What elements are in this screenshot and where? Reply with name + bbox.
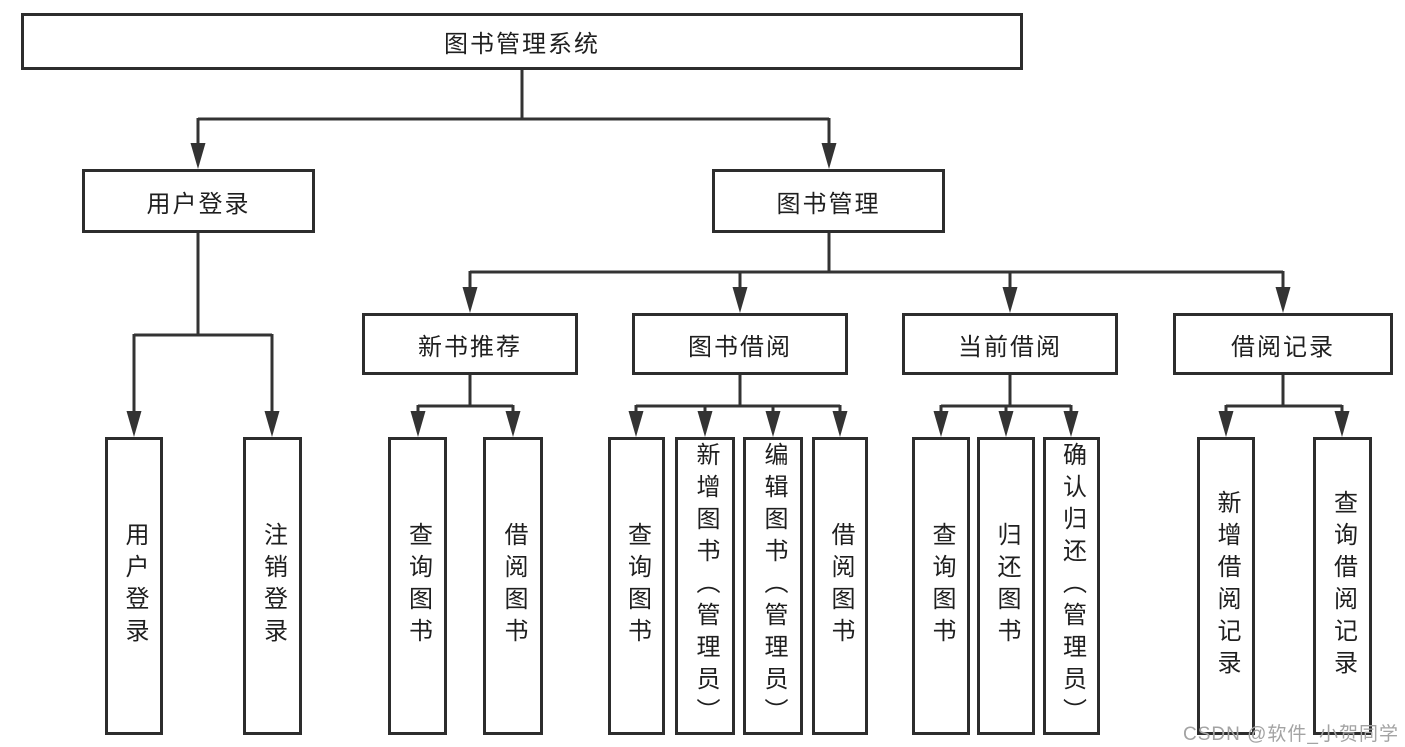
node-user-login: 用户登录: [82, 169, 315, 233]
leaf-borrow-edit-label: 编辑图书（管理员）: [760, 442, 787, 730]
node-root-label: 图书管理系统: [444, 31, 600, 58]
arrowheads: [126, 143, 1350, 437]
leaf-records-query-label: 查询借阅记录: [1329, 490, 1357, 682]
leaf-user-login: 用户登录: [105, 437, 163, 735]
leaf-newbooks-query: 查询图书: [388, 437, 447, 735]
leaf-newbooks-borrow: 借阅图书: [483, 437, 543, 735]
leaf-borrow-borrow-label: 借阅图书: [827, 522, 854, 650]
leaf-borrow-query-label: 查询图书: [623, 522, 651, 650]
node-new-books: 新书推荐: [362, 313, 578, 375]
leaf-borrow-query: 查询图书: [608, 437, 665, 735]
leaf-user-login-label: 用户登录: [121, 522, 148, 650]
node-book-borrow-label: 图书借阅: [688, 333, 792, 361]
leaf-logout-label: 注销登录: [259, 522, 287, 650]
leaf-borrow-edit: 编辑图书（管理员）: [743, 437, 803, 735]
node-borrow-records-label: 借阅记录: [1231, 333, 1335, 361]
node-book-borrow: 图书借阅: [632, 313, 848, 375]
leaf-records-add-label: 新增借阅记录: [1213, 490, 1240, 682]
leaf-current-return: 归还图书: [977, 437, 1035, 735]
leaf-newbooks-borrow-label: 借阅图书: [500, 522, 527, 650]
leaf-current-query-label: 查询图书: [928, 522, 955, 650]
node-new-books-label: 新书推荐: [418, 333, 522, 361]
node-root: 图书管理系统: [21, 13, 1023, 70]
node-book-mgmt-label: 图书管理: [776, 190, 881, 218]
leaf-records-query: 查询借阅记录: [1313, 437, 1372, 735]
leaf-records-add: 新增借阅记录: [1197, 437, 1255, 735]
leaf-current-confirm-label: 确认归还（管理员）: [1058, 442, 1086, 730]
node-current-borrow: 当前借阅: [902, 313, 1118, 375]
csdn-watermark: CSDN @软件_小贺同学: [1183, 724, 1399, 745]
node-borrow-records: 借阅记录: [1173, 313, 1393, 375]
leaf-borrow-borrow: 借阅图书: [812, 437, 868, 735]
leaf-current-query: 查询图书: [912, 437, 970, 735]
leaf-borrow-add: 新增图书（管理员）: [675, 437, 735, 735]
leaf-logout: 注销登录: [243, 437, 302, 735]
leaf-newbooks-query-label: 查询图书: [404, 522, 432, 650]
node-user-login-label: 用户登录: [146, 190, 251, 218]
leaf-borrow-add-label: 新增图书（管理员）: [692, 442, 719, 730]
node-current-borrow-label: 当前借阅: [958, 333, 1062, 361]
leaf-current-confirm: 确认归还（管理员）: [1043, 437, 1100, 735]
leaf-current-return-label: 归还图书: [993, 522, 1020, 650]
node-book-mgmt: 图书管理: [712, 169, 945, 233]
